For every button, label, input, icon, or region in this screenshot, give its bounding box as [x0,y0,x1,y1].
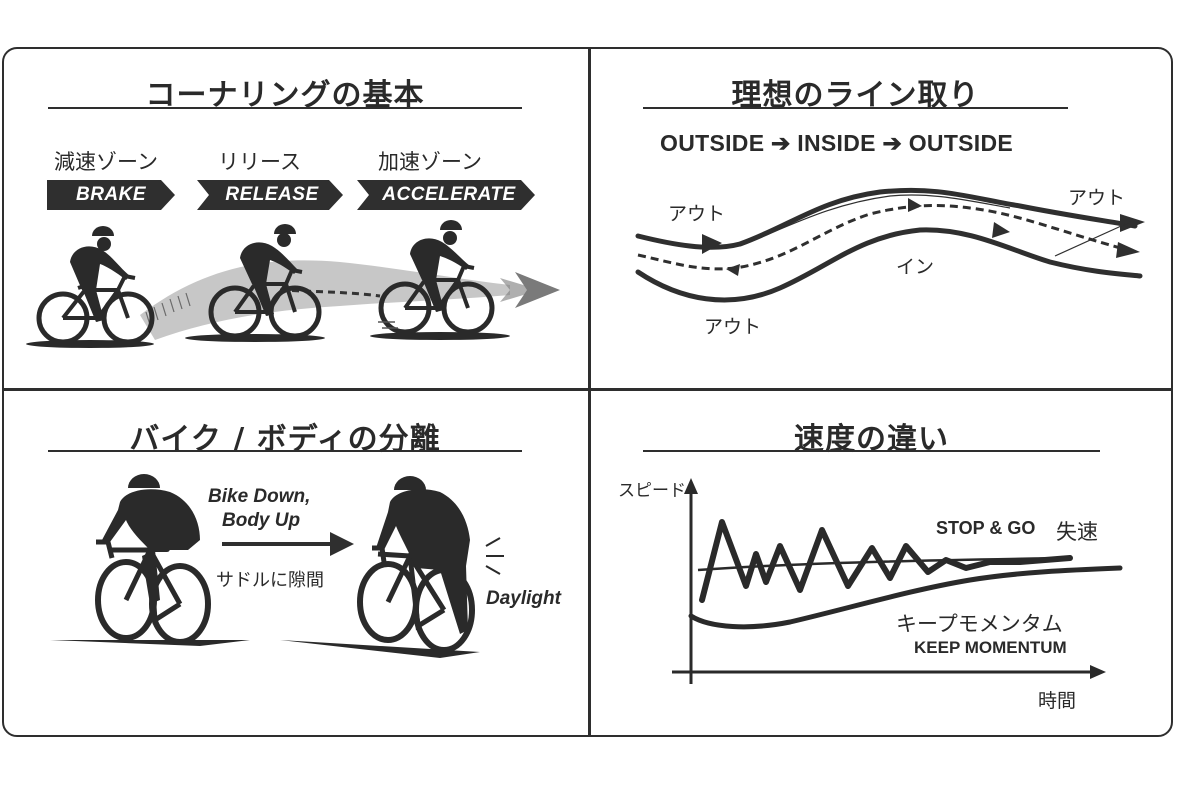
vertical-divider [588,47,591,737]
title-underline [48,107,522,109]
phase-label-accelerate: 加速ゾーン [378,150,482,174]
cyclist-accelerate-icon [370,220,510,340]
caption-bike-down: Bike Down, [208,486,311,507]
label-out-bottom: アウト [704,316,762,338]
label-out-entry: アウト [668,203,726,225]
line-sequence-heading: OUTSIDE ➔ INSIDE ➔ OUTSIDE [660,130,1014,156]
momentum-jp-label: キープモメンタム [896,612,1063,636]
daylight-rays-icon [485,537,504,575]
keep-momentum-series [688,565,1123,630]
outer-frame [2,47,1173,737]
banner-release: RELEASE [197,180,343,210]
chart-axes [672,478,1106,684]
phase-label-release: リリース [218,150,301,174]
label-out-exit: アウト [1068,187,1126,209]
accelerate-chevron-icon [500,272,560,308]
stop-go-jp-label: 失速 [1056,520,1098,544]
daylight-label: Daylight [486,588,561,609]
motion-arc-icon [140,260,510,340]
title-underline [48,450,522,452]
ideal-line-path [637,204,1136,271]
stop-go-series [699,519,1073,603]
panel-cornering-basics: コーナリングの基本 減速ゾーン リリース 加速ゾーン BRAKE RELEASE… [0,0,590,390]
caption-saddle-gap: サドルに隙間 [216,570,324,591]
separation-illustration [50,474,504,658]
banner-brake: BRAKE [47,180,175,210]
title-underline [643,450,1100,452]
panel-speed-difference: 速度の違い スピード 時間 STOP & GO 失速 キープモメンタム KEEP… [590,390,1180,740]
banner-accelerate: ACCELERATE [357,180,535,210]
x-axis-label: 時間 [1038,690,1077,712]
cyclist-seated-icon [50,474,250,646]
racing-line-diagram [635,187,1145,303]
panel-bike-body-separation: バイク / ボディの分離 Bike Down, Body Up サドルに隙間 D… [0,390,590,740]
cyclist-braking-icon [26,226,155,348]
speed-chart [672,478,1123,684]
direction-arrow-icons [702,198,1145,276]
cyclist-release-icon [185,224,325,342]
title-underline [643,107,1068,109]
cornering-illustration [26,220,560,348]
stop-go-label: STOP & GO [936,518,1036,538]
y-axis-label: スピード [618,481,686,501]
caption-body-up: Body Up [222,510,301,531]
cyclist-standing-icon [280,476,504,658]
road-edge-inner [635,227,1143,303]
road-edge-outer [635,187,1138,250]
phase-label-brake: 減速ゾーン [54,150,158,174]
momentum-en-label: KEEP MOMENTUM [914,638,1067,657]
label-in: イン [896,256,935,278]
transition-arrow-icon [222,532,354,556]
panel-ideal-line: 理想のライン取り OUTSIDE ➔ INSIDE ➔ OUTSIDE アウト … [590,0,1180,390]
horizontal-divider [2,388,1173,391]
